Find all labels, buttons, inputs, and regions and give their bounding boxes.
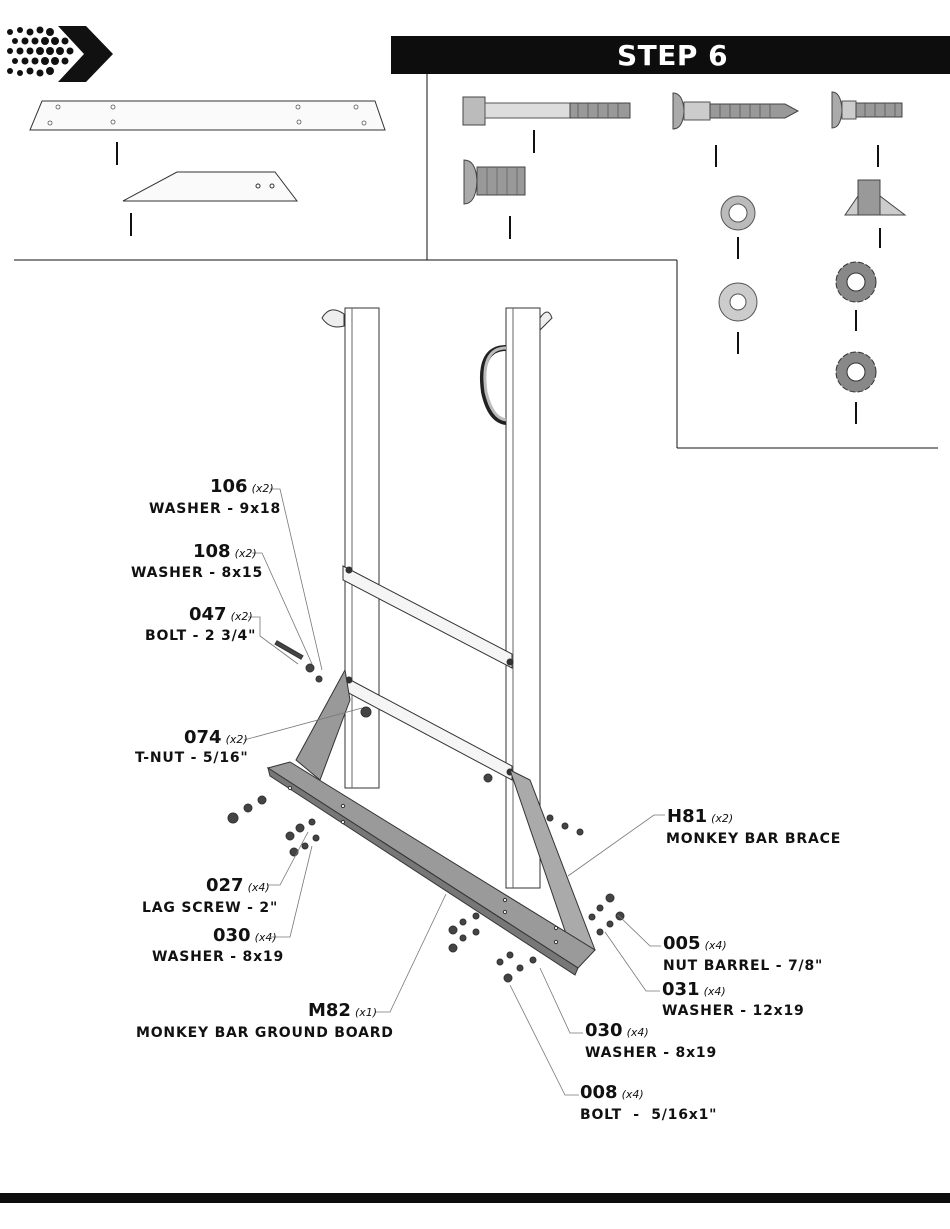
bolt-part <box>463 97 630 153</box>
washer-8x15-part <box>836 352 876 424</box>
callout-005: 005 (x4) <box>663 933 727 954</box>
part-desc-008: BOLT - 5/16x1" <box>580 1107 717 1123</box>
part-code: 106 <box>210 476 248 497</box>
part-qty: (x4) <box>705 939 727 952</box>
part-qty: (x2) <box>231 610 253 623</box>
part-qty: (x1) <box>355 1006 377 1019</box>
footer-bar <box>0 1193 950 1203</box>
callout-027: 027 (x4) <box>206 875 270 896</box>
part-qty: (x2) <box>252 482 274 495</box>
part-code: 008 <box>580 1082 618 1103</box>
part-code: H81 <box>667 806 707 827</box>
part-qty: (x4) <box>627 1026 649 1039</box>
step-title: STEP 6 <box>617 39 728 72</box>
t-nut-part <box>845 180 905 248</box>
assembly-drawing <box>228 308 624 982</box>
part-code: 108 <box>193 541 231 562</box>
part-code: M82 <box>308 1000 351 1021</box>
monkey-bar-brace-part <box>123 172 297 236</box>
lag-screw-part <box>673 93 798 167</box>
part-qty: (x2) <box>235 547 257 560</box>
part-desc-106: WASHER - 9x18 <box>149 501 281 517</box>
callout-H81: H81 (x2) <box>667 806 733 827</box>
nut-barrel-part <box>464 160 525 239</box>
callout-008: 008 (x4) <box>580 1082 644 1103</box>
part-desc-031: WASHER - 12x19 <box>662 1003 805 1019</box>
callout-074: 074 (x2) <box>184 727 248 748</box>
part-desc-H81: MONKEY BAR BRACE <box>666 831 841 847</box>
callout-030a: 030 (x4) <box>213 925 277 946</box>
part-desc-M82: MONKEY BAR GROUND BOARD <box>136 1025 394 1041</box>
callout-030b: 030 (x4) <box>585 1020 649 1041</box>
part-desc-005: NUT BARREL - 7/8" <box>663 958 823 974</box>
part-qty: (x4) <box>622 1088 644 1101</box>
monkey-bar-ground-board-part <box>30 101 385 165</box>
part-code: 074 <box>184 727 222 748</box>
part-desc-030a: WASHER - 8x19 <box>152 949 284 965</box>
callout-108: 108 (x2) <box>193 541 257 562</box>
part-desc-027: LAG SCREW - 2" <box>142 900 278 916</box>
part-qty: (x2) <box>226 733 248 746</box>
part-code: 030 <box>585 1020 623 1041</box>
part-desc-047: BOLT - 2 3/4" <box>145 628 256 644</box>
part-qty: (x4) <box>704 985 726 998</box>
part-qty: (x4) <box>255 931 277 944</box>
step-header-bar: STEP 6 <box>391 36 950 74</box>
washer-9x18-part <box>836 262 876 331</box>
part-code: 047 <box>189 604 227 625</box>
part-desc-074: T-NUT - 5/16" <box>135 750 249 766</box>
washer-8x19-part <box>719 283 757 354</box>
part-desc-108: WASHER - 8x15 <box>131 565 263 581</box>
part-code: 031 <box>662 979 700 1000</box>
callout-047: 047 (x2) <box>189 604 253 625</box>
callout-031: 031 (x4) <box>662 979 726 1000</box>
part-qty: (x2) <box>711 812 733 825</box>
bolt-short-part <box>832 92 902 167</box>
part-qty: (x4) <box>248 881 270 894</box>
part-desc-030b: WASHER - 8x19 <box>585 1045 717 1061</box>
callout-M82: M82 (x1) <box>308 1000 377 1021</box>
part-code: 027 <box>206 875 244 896</box>
chevron-dots-logo <box>7 26 113 82</box>
part-code: 030 <box>213 925 251 946</box>
callout-106: 106 (x2) <box>210 476 274 497</box>
part-code: 005 <box>663 933 701 954</box>
washer-12x19-part <box>721 196 755 259</box>
